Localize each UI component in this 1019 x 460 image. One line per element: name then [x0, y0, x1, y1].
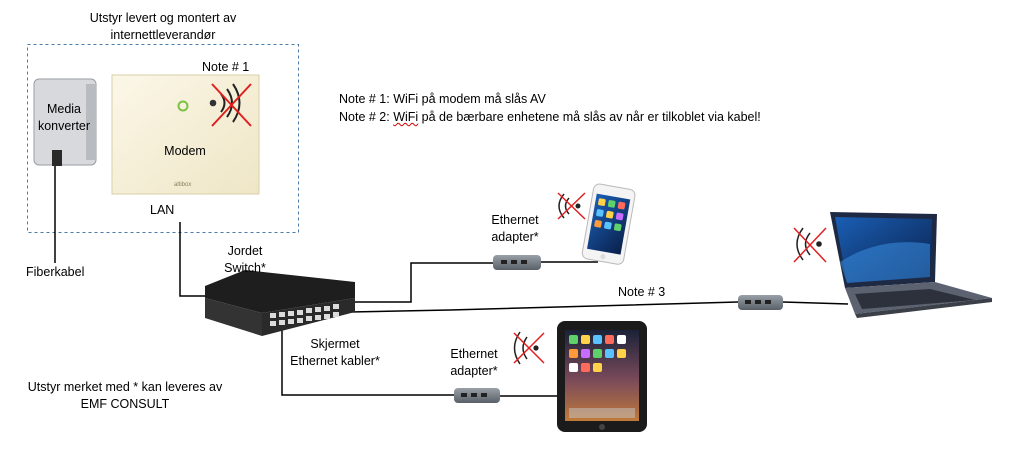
note-3-label: Note # 3	[618, 285, 666, 299]
shielded-cable-line2: Ethernet kabler*	[290, 354, 380, 368]
switch-device	[205, 270, 355, 336]
modem-label: Modem	[164, 144, 206, 158]
wifi-off-icon-laptop	[793, 227, 827, 263]
ethernet-adapter-laptop	[738, 295, 783, 310]
media-converter-line2: konverter	[37, 119, 91, 133]
ethernet-adapter-bottom-line2: adapter*	[450, 364, 498, 378]
footer-note: Utstyr merket med * kan leveres av EMF C…	[5, 379, 245, 413]
fiber-cable-label: Fiberkabel	[26, 265, 85, 279]
wifi-off-icon-phone	[557, 192, 586, 220]
cable-to-ipad-adapter	[281, 330, 454, 396]
switch-label: Jordet Switch*	[205, 243, 285, 277]
cable-to-laptop	[349, 301, 739, 313]
ethernet-adapter-top-line1: Ethernet	[491, 213, 539, 227]
tablet-device	[557, 321, 647, 432]
ethernet-adapter-ipad	[454, 388, 500, 403]
note-2-wifi: WiFi	[393, 110, 419, 124]
switch-label-line2: Switch*	[224, 261, 266, 275]
lan-label: LAN	[150, 203, 175, 217]
note-2-text: Note # 2: WiFi på de bærbare enhetene må…	[339, 109, 761, 126]
modem-led	[177, 100, 189, 112]
note-1-text: Note # 1: WiFi på modem må slås AV	[339, 92, 546, 106]
ethernet-adapter-bottom-line1: Ethernet	[450, 347, 498, 361]
shielded-cable-line1: Skjermet	[310, 337, 360, 351]
media-converter-line1: Media	[46, 102, 82, 116]
footer-line1: Utstyr merket med * kan leveres av	[27, 380, 223, 394]
ethernet-adapter-bottom-label: Ethernet adapter*	[434, 346, 514, 380]
switch-label-line1: Jordet	[227, 244, 263, 258]
shielded-cable-label: Skjermet Ethernet kabler*	[270, 336, 400, 370]
cable-to-phone-adapter	[350, 262, 493, 303]
modem-device	[111, 74, 260, 195]
footer-line2: EMF CONSULT	[80, 397, 170, 411]
cable-laptop-adapter-to-laptop	[782, 301, 849, 305]
modem-brand: altibox	[174, 182, 192, 188]
ethernet-adapter-top-line2: adapter*	[491, 230, 539, 244]
note-2-prefix: Note # 2:	[339, 110, 394, 124]
wifi-off-icon-tablet	[513, 331, 545, 365]
cables	[54, 166, 849, 397]
lan-cable	[179, 222, 205, 297]
isp-header-line1: Utstyr levert og montert av	[89, 11, 237, 25]
media-converter-device	[33, 78, 97, 166]
note-2-rest: på de bærbare enhetene må slås av når er…	[418, 110, 761, 124]
isp-header: Utstyr levert og montert av internettlev…	[38, 10, 288, 44]
isp-equipment-frame	[27, 44, 299, 233]
smartphone-device	[581, 183, 636, 265]
laptop-device	[830, 212, 992, 318]
media-converter-label: Media konverter	[26, 101, 102, 135]
ethernet-adapter-phone	[493, 255, 541, 270]
isp-header-line2: internettleverandør	[110, 28, 216, 42]
modem-note-label: Note # 1	[202, 60, 250, 74]
ethernet-adapter-top-label: Ethernet adapter*	[475, 212, 555, 246]
